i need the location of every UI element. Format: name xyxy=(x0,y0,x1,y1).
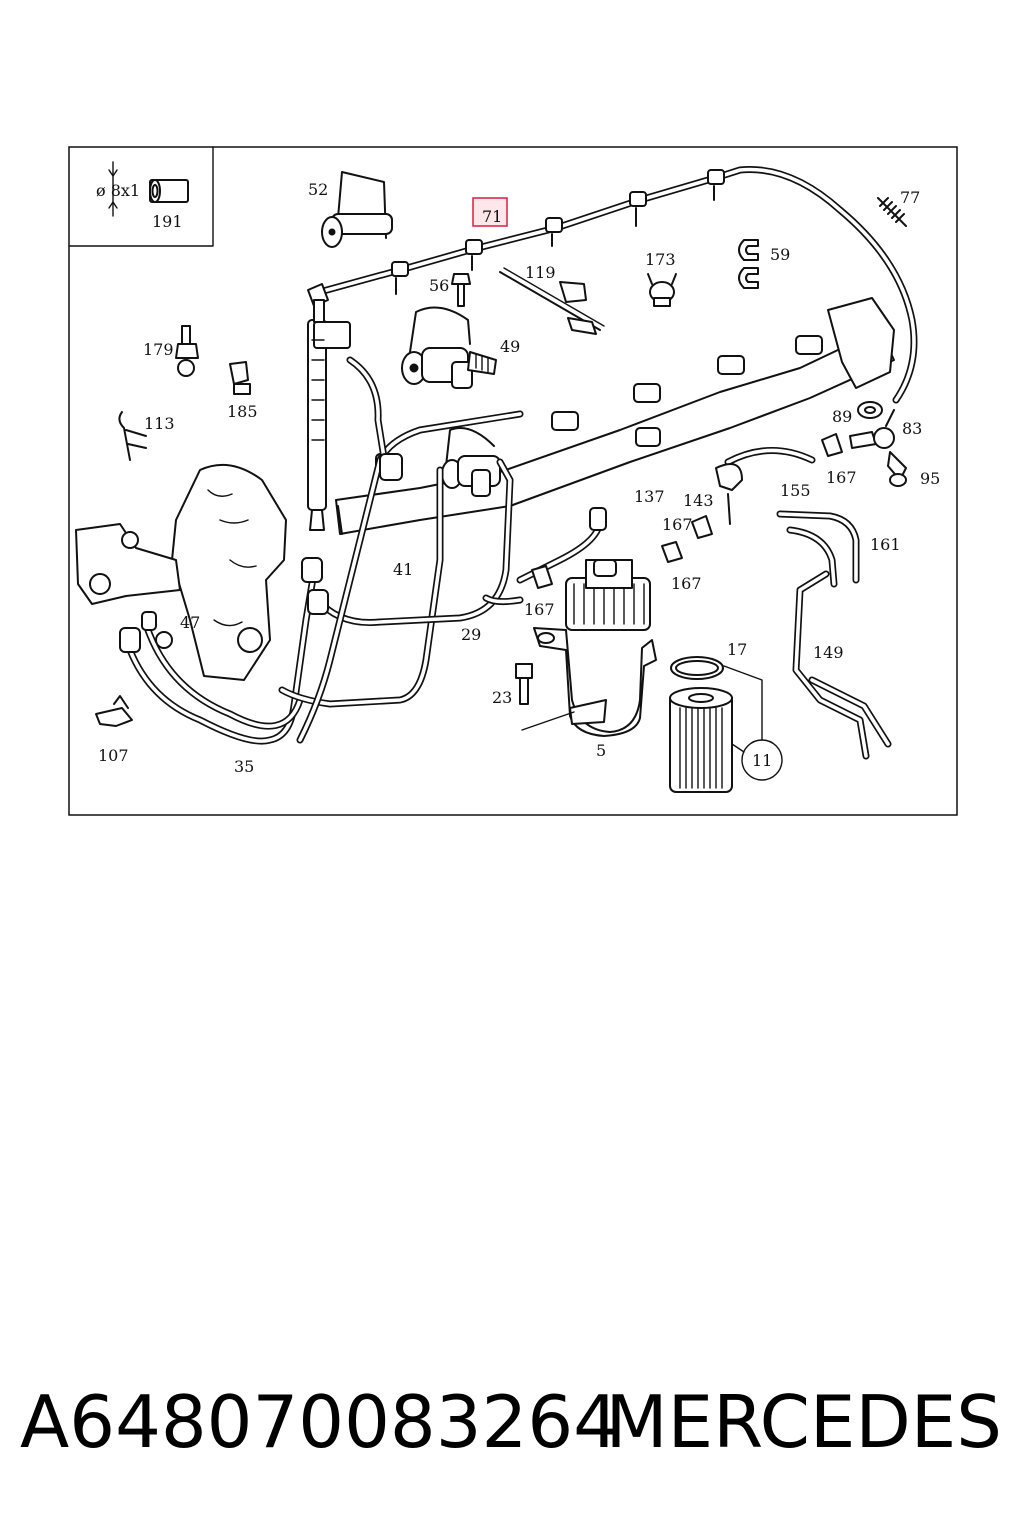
clip-185-icon xyxy=(229,361,251,395)
callout-11: 11 xyxy=(752,751,772,770)
callout-5: 5 xyxy=(596,741,606,760)
callout-161: 161 xyxy=(870,535,901,554)
fuel-filter-housing-5-icon xyxy=(533,559,657,737)
strap-119-icon xyxy=(499,267,605,335)
o-ring-17-icon xyxy=(670,656,763,741)
callout-167-d: 167 xyxy=(524,600,555,619)
callout-41: 41 xyxy=(393,560,413,579)
injector-icon xyxy=(307,299,351,531)
callout-labels: 52 71 77 59 173 119 56 49 179 185 113 89… xyxy=(98,180,940,776)
bolt-23-icon xyxy=(515,663,575,731)
callout-137: 137 xyxy=(634,487,665,506)
callout-173: 173 xyxy=(645,250,676,269)
fuel-lines xyxy=(119,356,816,745)
spring-77-icon xyxy=(877,197,907,227)
leak-off-line xyxy=(307,166,918,404)
bracket-113-icon xyxy=(118,411,147,461)
callout-59: 59 xyxy=(770,245,790,264)
pressure-valve-49-icon xyxy=(401,306,497,389)
part-number: A648070083264 xyxy=(20,1380,619,1464)
callout-113: 113 xyxy=(144,414,175,433)
filter-element-11-icon xyxy=(669,687,783,793)
callout-29: 29 xyxy=(461,625,481,644)
callout-47: 47 xyxy=(180,613,200,632)
high-pressure-pump-icon xyxy=(75,463,287,681)
line-connectors-icon xyxy=(119,453,607,653)
callout-167-c: 167 xyxy=(671,574,702,593)
callout-95: 95 xyxy=(920,469,940,488)
callout-23: 23 xyxy=(492,688,512,707)
clip-143-icon xyxy=(715,463,743,525)
callout-167-b: 167 xyxy=(662,515,693,534)
clamp-173-icon xyxy=(647,273,677,307)
diagram-frame xyxy=(68,146,958,816)
t-connector-icon xyxy=(391,169,725,295)
callout-149: 149 xyxy=(813,643,844,662)
callout-119: 119 xyxy=(525,263,556,282)
inset-box: ø 8x1 191 xyxy=(68,146,214,247)
callout-107: 107 xyxy=(98,746,129,765)
clip-52-icon xyxy=(321,171,393,248)
connector-179-icon xyxy=(175,325,199,377)
footer: A648070083264 MERCEDES xyxy=(0,1378,1024,1468)
callout-167-a: 167 xyxy=(826,468,857,487)
fitting-95-icon xyxy=(887,451,907,487)
bolt-56-icon xyxy=(451,273,471,307)
callout-52: 52 xyxy=(308,180,328,199)
pressure-regulator-icon xyxy=(441,427,501,497)
callout-71: 71 xyxy=(482,207,502,226)
banjo-89-icon xyxy=(857,401,883,419)
callout-77: 77 xyxy=(900,188,920,207)
callout-179: 179 xyxy=(143,340,174,359)
callout-155: 155 xyxy=(780,481,811,500)
banjo-bolt-83-icon xyxy=(849,409,895,449)
callout-83: 83 xyxy=(902,419,922,438)
callout-185: 185 xyxy=(227,402,258,421)
highlight-box-71 xyxy=(472,197,508,227)
callout-35: 35 xyxy=(234,757,254,776)
bracket-107-icon xyxy=(95,695,133,727)
hoses xyxy=(776,510,892,760)
callout-56: 56 xyxy=(429,276,449,295)
callout-143: 143 xyxy=(683,491,714,510)
clip-167-icon xyxy=(531,433,843,589)
inset-part-label: 191 xyxy=(152,212,183,231)
callout-89: 89 xyxy=(832,407,852,426)
clip-59-icon xyxy=(738,239,759,289)
callout-49: 49 xyxy=(500,337,520,356)
inset-dimension: ø 8x1 xyxy=(96,181,140,200)
brand-name: MERCEDES xyxy=(605,1380,1002,1464)
callout-17: 17 xyxy=(727,640,747,659)
